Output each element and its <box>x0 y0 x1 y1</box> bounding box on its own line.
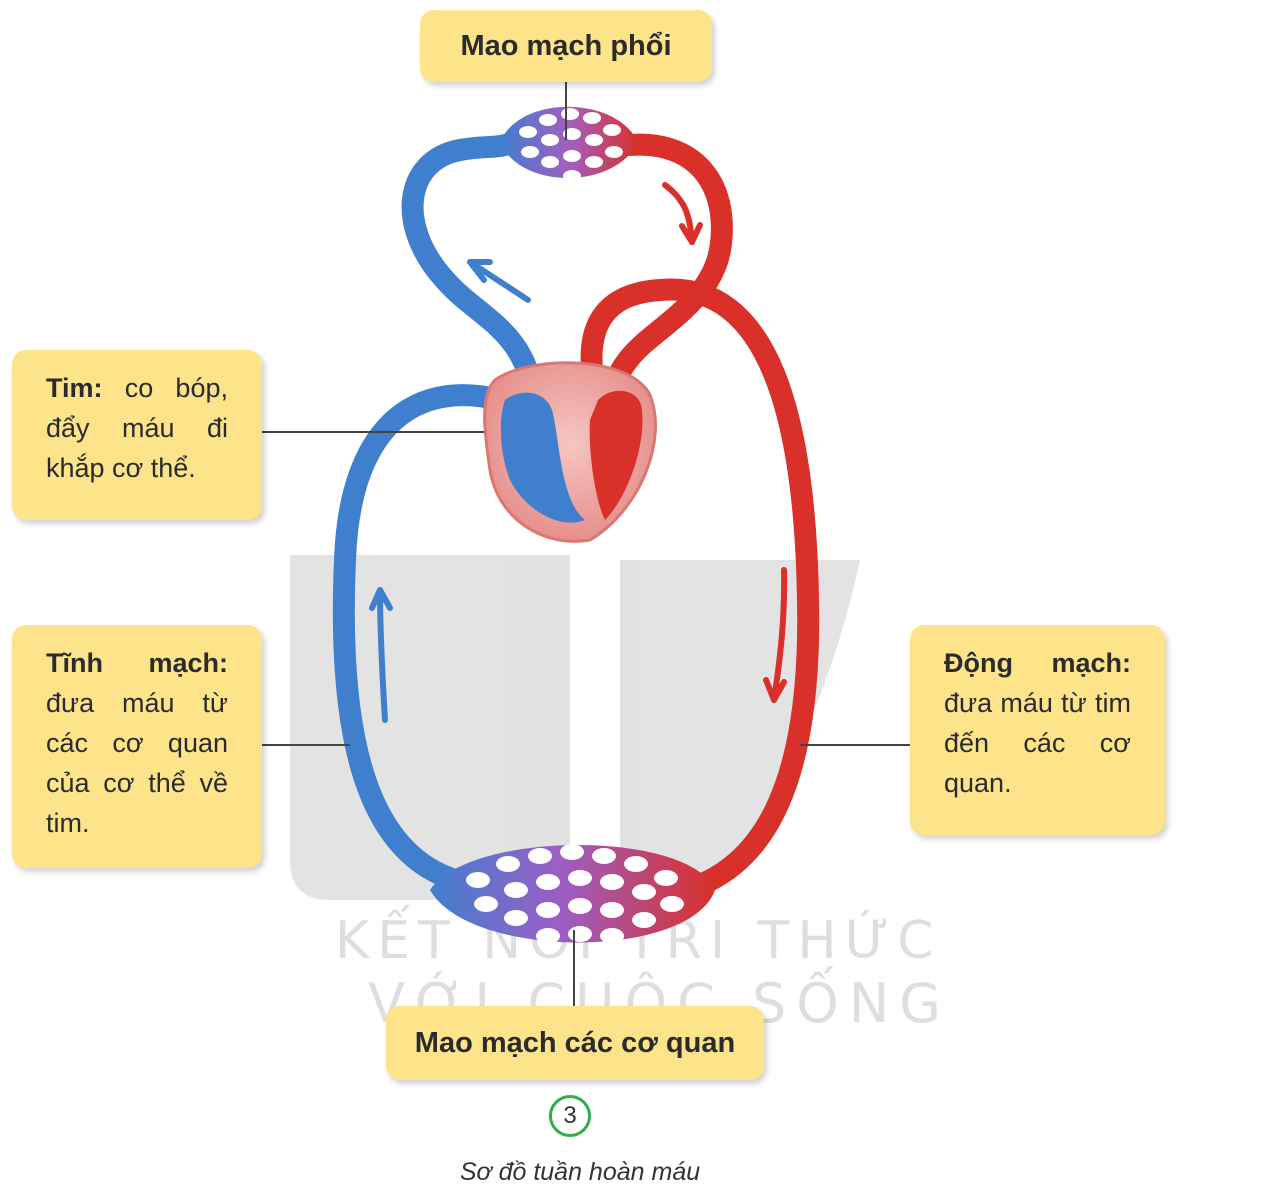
lung-capillaries-label: Mao mạch phổi <box>420 10 712 82</box>
organ-capillaries-label-text: Mao mạch các cơ quan <box>415 1027 735 1060</box>
arrow-pulmonary-out <box>470 262 528 300</box>
figure-caption: Sơ đồ tuần hoàn máu <box>380 1158 780 1187</box>
artery-label-title: Động mạch: <box>944 648 1131 678</box>
vein-label-title: Tĩnh mạch: <box>46 648 228 678</box>
artery-label: Động mạch: đưa máu từ tim đến các cơ qua… <box>910 625 1165 835</box>
heart-label: Tim: co bóp, đẩy máu đi khắp cơ thể. <box>12 350 262 520</box>
vein-label-text: đưa máu từ các cơ quan của cơ thể về tim… <box>46 688 228 838</box>
artery-label-text: đưa máu từ tim đến các cơ quan. <box>944 688 1131 798</box>
organ-capillaries-label: Mao mạch các cơ quan <box>386 1006 764 1080</box>
lung-capillaries-label-text: Mao mạch phổi <box>460 30 671 63</box>
lung-capillaries <box>500 107 638 182</box>
heart <box>485 363 656 542</box>
vein-label: Tĩnh mạch: đưa máu từ các cơ quan của cơ… <box>12 625 262 868</box>
figure-number: 3 <box>563 1102 576 1130</box>
figure-number-badge: 3 <box>549 1095 591 1137</box>
heart-label-title: Tim: <box>46 373 103 403</box>
